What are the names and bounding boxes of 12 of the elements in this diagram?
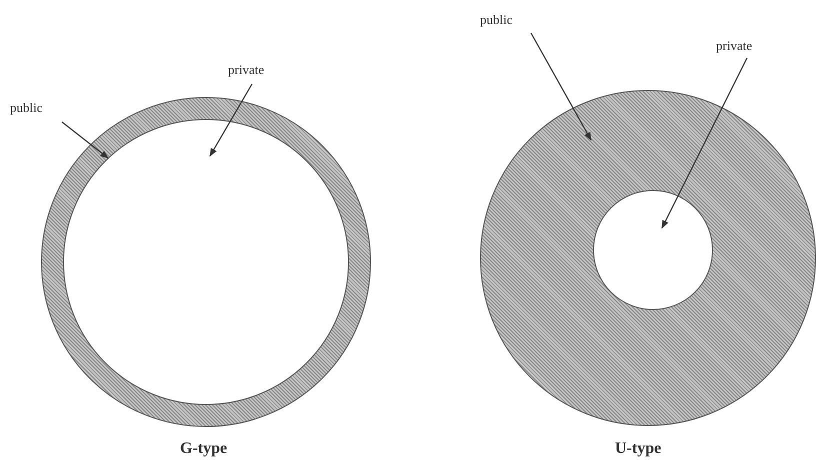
- part-label: public: [480, 12, 512, 28]
- figure-caption: G-type: [180, 440, 228, 458]
- part-label: private: [716, 38, 752, 54]
- inner-region: [62, 118, 348, 404]
- part-label: private: [228, 62, 264, 78]
- leader-line: [209, 84, 253, 157]
- leader-line: [530, 32, 592, 141]
- inner-region: [592, 190, 712, 310]
- figure-caption: U-type: [615, 440, 662, 458]
- leader-line: [661, 58, 748, 229]
- part-label: public: [10, 100, 42, 116]
- leader-line: [62, 122, 109, 159]
